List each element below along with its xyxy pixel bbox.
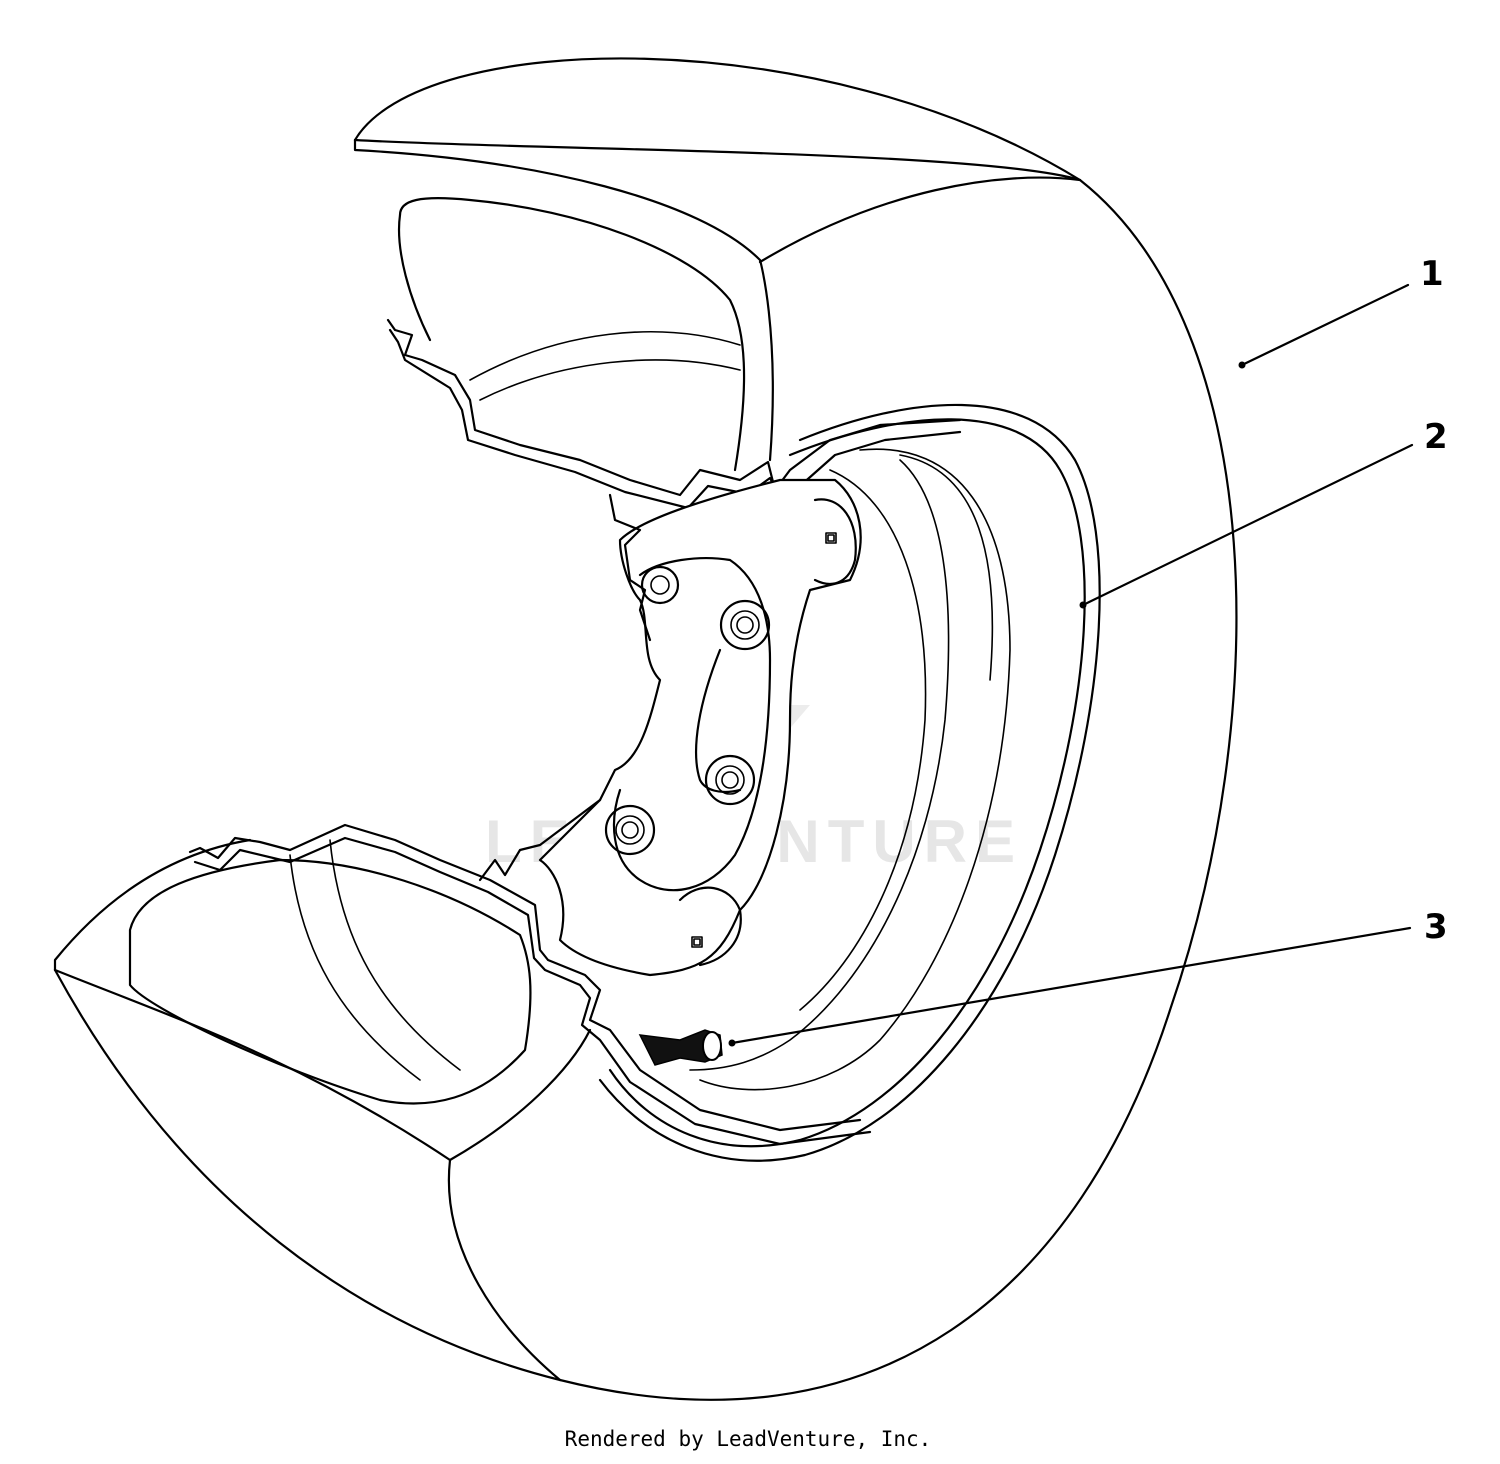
leader-dot-2	[1079, 601, 1087, 609]
leader-line-2	[1081, 443, 1414, 607]
wheel-rim	[478, 403, 1101, 1162]
leader-line-3	[730, 926, 1412, 1045]
leader-dot-1	[1238, 361, 1246, 369]
leader-line-1	[1240, 283, 1410, 367]
callout-number-3: 3	[1424, 907, 1448, 947]
callout-leaders	[728, 283, 1414, 1047]
credit-text: Rendered by LeadVenture, Inc.	[565, 1427, 932, 1451]
callout-number-1: 1	[1420, 254, 1444, 294]
leader-dot-3	[728, 1039, 736, 1047]
callout-number-2: 2	[1424, 417, 1448, 457]
valve-stem	[638, 1029, 723, 1066]
